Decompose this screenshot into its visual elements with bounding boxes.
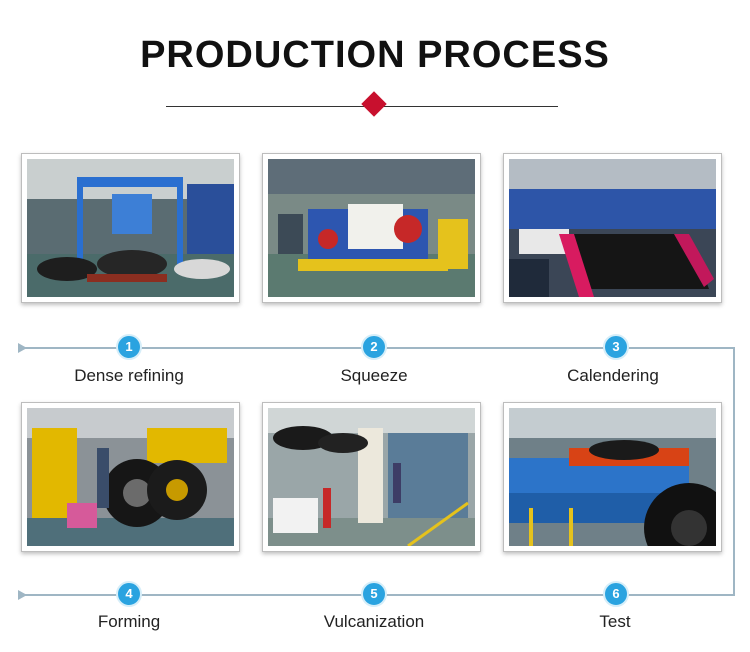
flow-line-connector	[733, 347, 735, 596]
photo-vulcanization	[262, 402, 481, 552]
step-label-1: Dense refining	[74, 366, 184, 385]
step-badge-3: 3	[603, 334, 629, 360]
step-badge-5: 5	[361, 581, 387, 607]
page-title: PRODUCTION PROCESS	[140, 34, 610, 76]
step-label-5: Vulcanization	[323, 612, 425, 631]
step-badge-2: 2	[361, 334, 387, 360]
arrow-right-icon	[18, 590, 27, 600]
step-label-2: Squeeze	[340, 366, 408, 385]
photo-calendering	[503, 153, 722, 303]
photo-squeeze	[262, 153, 481, 303]
red-diamond-icon	[361, 91, 387, 117]
step-label-6: Test	[599, 612, 631, 631]
photo-test	[503, 402, 722, 552]
step-badge-1: 1	[116, 334, 142, 360]
step-label-4: Forming	[97, 612, 161, 631]
photo-forming	[21, 402, 240, 552]
step-label-3: Calendering	[567, 366, 659, 385]
step-badge-6: 6	[603, 581, 629, 607]
title-divider	[166, 106, 558, 107]
photo-dense-refining	[21, 153, 240, 303]
step-badge-4: 4	[116, 581, 142, 607]
arrow-right-icon	[18, 343, 27, 353]
